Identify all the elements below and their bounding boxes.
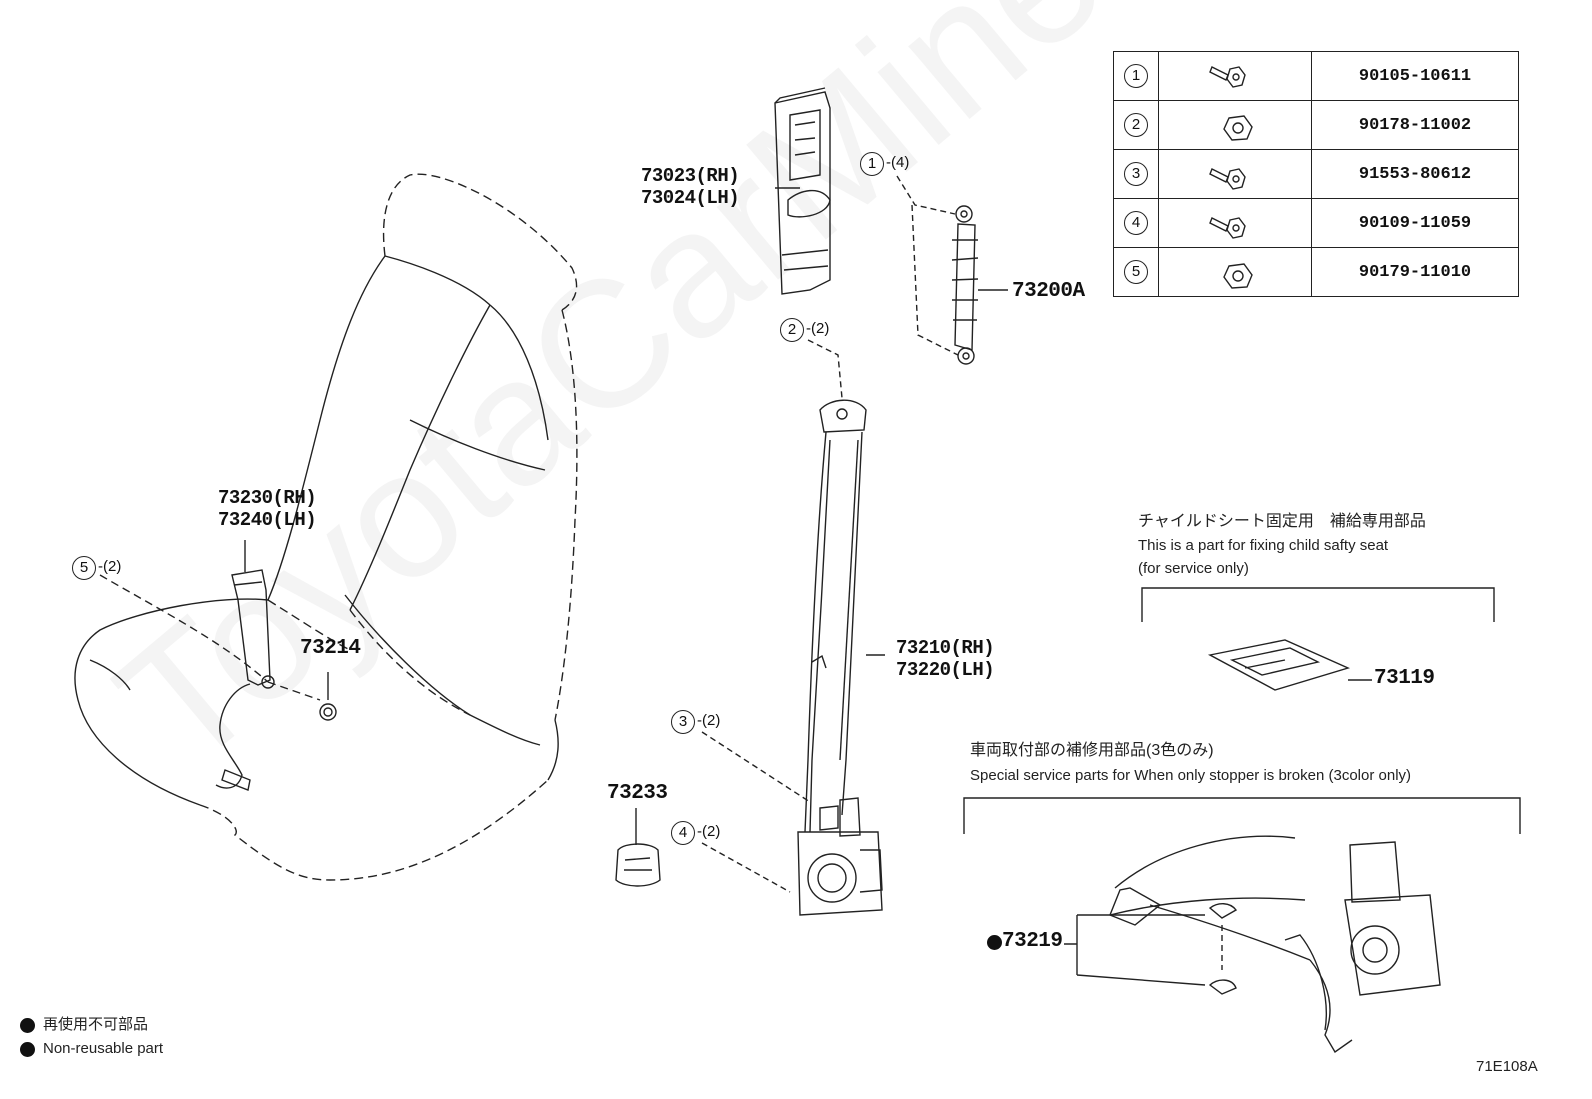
flange-bolt-icon [1158,51,1312,101]
nut-icon [1158,100,1312,150]
adjuster-drawing [896,175,1008,365]
part-label-73230: 73230(RH) [218,487,317,509]
child-seat-note-service: (for service only) [1138,560,1249,577]
child-seat-note-jp: チャイルドシート固定用 補給専用部品 [1138,513,1426,530]
part-label-73119: 73119 [1374,667,1435,690]
callout-5-bubble: 5 [72,556,96,580]
fastener-row-number: 3 [1124,162,1148,186]
fastener-row: 5 90179-11010 [1113,247,1519,297]
part-label-73210: 73210(RH) [896,637,995,659]
child-plate-drawing [1207,639,1372,691]
legend-jp: 再使用不可部品 [43,1016,149,1033]
fastener-part-number: 90109-11059 [1311,198,1519,248]
part-label-73220: 73220(LH) [896,659,995,681]
fastener-part-number: 91553-80612 [1311,149,1519,199]
legend-en: Non-reusable part [43,1040,164,1057]
part-label-73024: 73024(LH) [641,187,740,209]
fastener-row: 2 90178-11002 [1113,100,1519,150]
non-reusable-mark [987,935,1002,950]
part-label-73233: 73233 [607,782,668,805]
part-label-73200a: 73200A [1012,280,1085,303]
diagram-id: 71E108A [1476,1058,1538,1075]
stopper-drawing [1064,835,1441,1054]
fastener-row: 1 90105-10611 [1113,51,1519,101]
fastener-row-number: 5 [1124,260,1148,284]
seat-drawing [74,173,578,881]
fastener-row-number: 1 [1124,64,1148,88]
callout-5-qty: -(2) [98,558,122,575]
flange-bolt-icon [1158,198,1312,248]
fastener-row-number: 2 [1124,113,1148,137]
fastener-part-number: 90105-10611 [1311,51,1519,101]
callout-3-bubble: 3 [671,710,695,734]
fastener-row: 3 91553-80612 [1113,149,1519,199]
part-label-73023: 73023(RH) [641,165,740,187]
fastener-row: 4 90109-11059 [1113,198,1519,248]
callout-3-qty: -(2) [697,712,721,729]
nut-icon [1158,247,1312,297]
child-seat-note-en: This is a part for fixing child safty se… [1138,537,1389,554]
fastener-table: 1 90105-10611 2 90178-11002 3 91553-8061… [1113,51,1519,297]
part-label-73219: 73219 [1002,930,1063,953]
callout-1-qty: -(4) [886,154,910,171]
buckle-drawing [99,540,337,791]
stopper-note-jp: 車両取付部の補修用部品(3色のみ) [970,742,1214,759]
part-label-73240: 73240(LH) [218,509,317,531]
callout-2-qty: -(2) [806,320,830,337]
cover-drawing [615,808,661,887]
flange-bolt-icon [1158,149,1312,199]
callout-1-bubble: 1 [860,152,884,176]
callout-4-bubble: 4 [671,821,695,845]
legend-dot [20,1018,35,1033]
callout-4-qty: -(2) [697,823,721,840]
fastener-part-number: 90179-11010 [1311,247,1519,297]
stopper-note-en: Special service parts for When only stop… [970,767,1412,784]
fastener-row-number: 4 [1124,211,1148,235]
callout-2-bubble: 2 [780,318,804,342]
pillar-trim-drawing [774,87,831,295]
part-label-73214: 73214 [300,637,361,660]
legend-dot [20,1042,35,1057]
seat-belt-drawing [797,399,885,916]
fastener-part-number: 90178-11002 [1311,100,1519,150]
